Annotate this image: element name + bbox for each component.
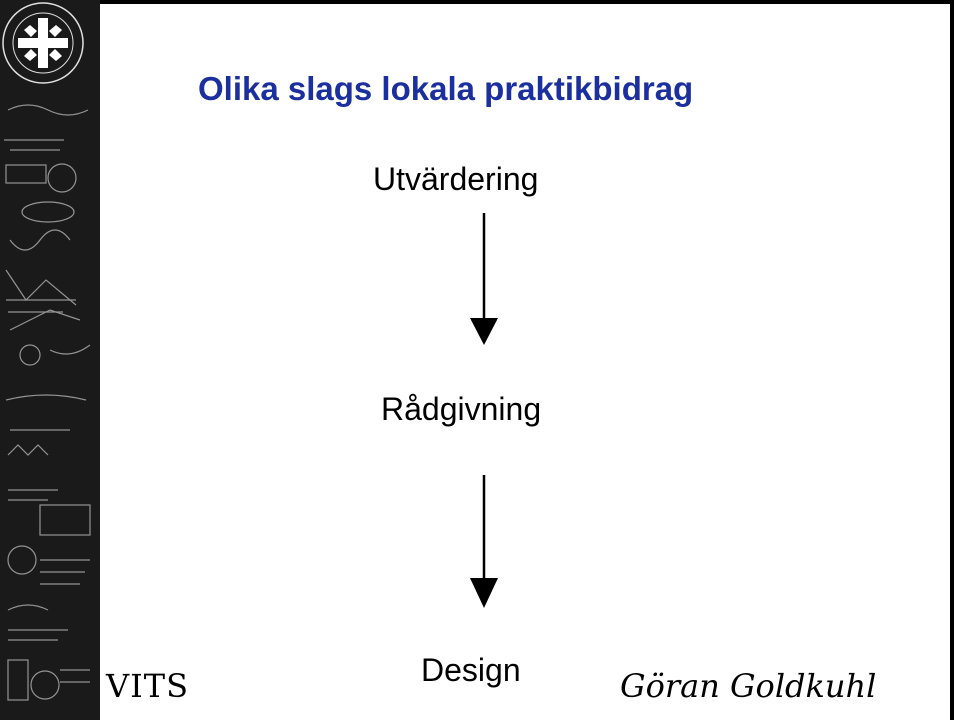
node-utvardering: Utvärdering (373, 161, 539, 197)
slide-title: Olika slags lokala praktikbidrag (198, 70, 694, 107)
chalkboard-strip (0, 0, 100, 720)
chalkboard-doodles (4, 104, 91, 701)
university-logo-icon (2, 2, 84, 84)
node-design: Design (421, 652, 521, 688)
down-arrow-icon (470, 475, 498, 608)
footer-author: Göran Goldkuhl (620, 667, 877, 705)
node-radgivning: Rådgivning (381, 391, 542, 427)
right-border (950, 0, 954, 720)
down-arrow-icon (470, 213, 498, 345)
top-border (100, 0, 954, 4)
footer-vits: VITS (106, 667, 190, 705)
